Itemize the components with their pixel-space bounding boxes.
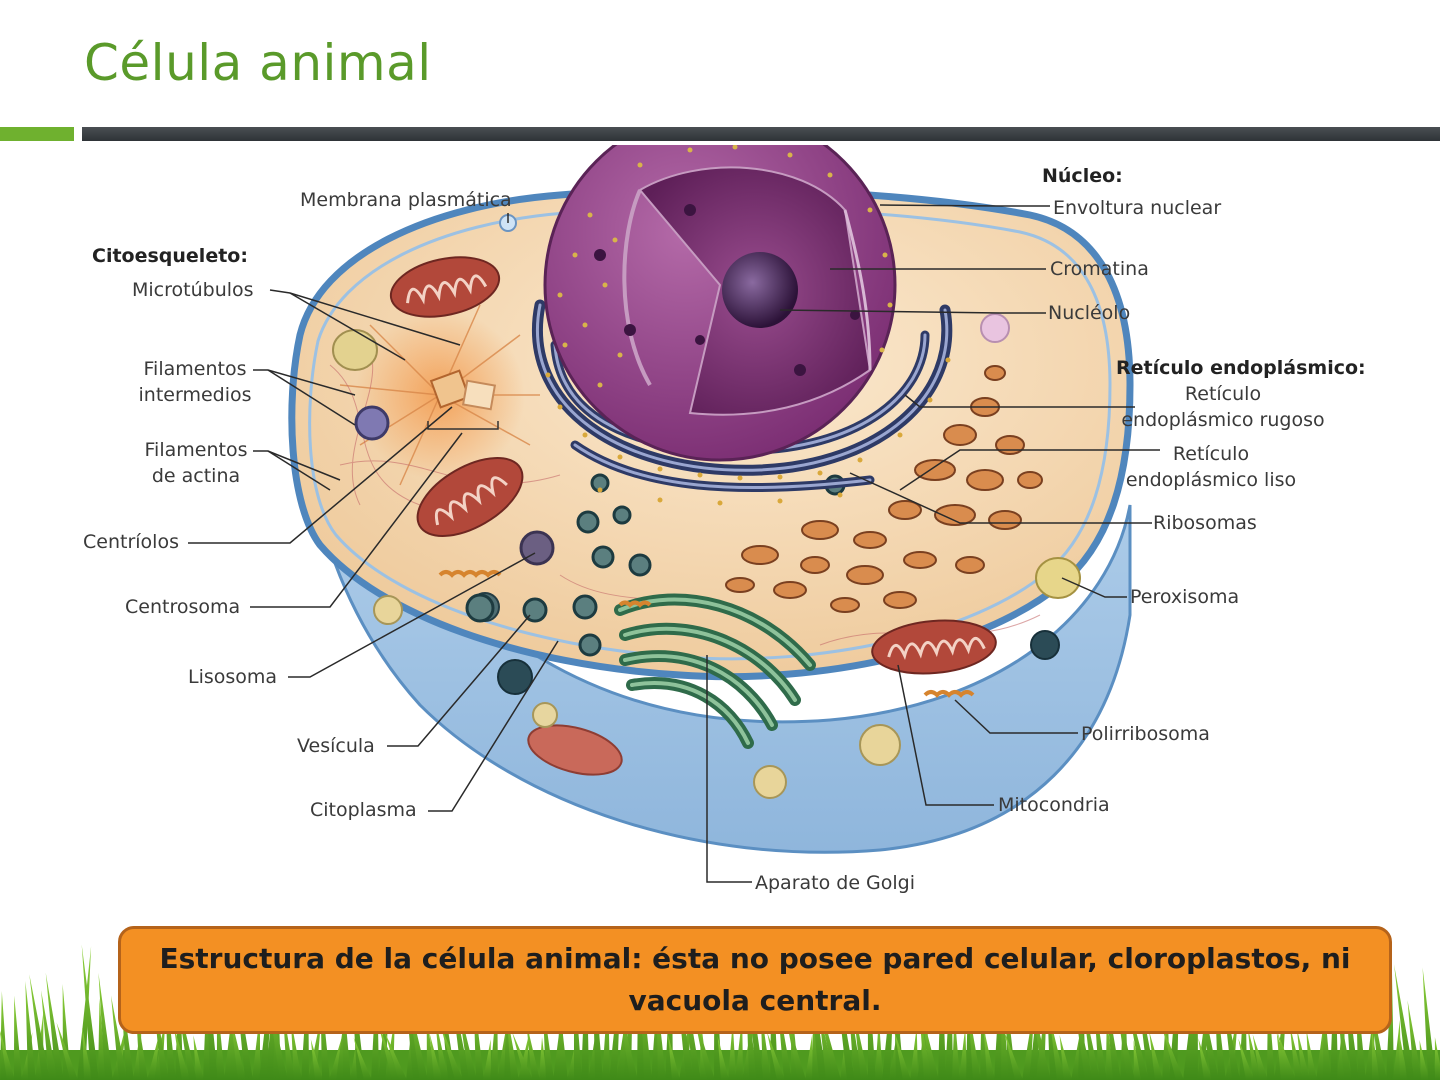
cell-side-wall — [298, 354, 1132, 854]
label-reticulo-rugoso-line1: Retículo — [1184, 383, 1262, 405]
label-lisosoma: Lisosoma — [188, 666, 278, 688]
grass-blade — [81, 944, 99, 1080]
label-filamentos-actina-line2: de actina — [151, 465, 241, 487]
grass-blade — [0, 1030, 15, 1080]
grass-blade — [56, 1022, 78, 1080]
label-mitocondria: Mitocondria — [998, 794, 1110, 816]
label-cromatina: Cromatina — [1050, 258, 1149, 280]
grass-blade — [1289, 1025, 1303, 1080]
caption-box: Estructura de la célula animal: ésta no … — [118, 926, 1392, 1034]
grass-blade — [193, 1035, 204, 1080]
label-polirribosoma: Polirribosoma — [1081, 723, 1210, 745]
label-reticulo-liso-line1: Retículo — [1172, 443, 1250, 465]
grass-blade — [1252, 1034, 1268, 1080]
grass-blade — [378, 1023, 400, 1080]
grass-blade — [894, 1031, 911, 1080]
label-microtubulos: Microtúbulos — [132, 279, 254, 301]
grass-blade — [1422, 967, 1436, 1080]
grass-blade — [875, 1017, 883, 1080]
mitochondrion-3 — [871, 619, 997, 675]
header-divider — [82, 127, 1440, 141]
label-centrosoma: Centrosoma — [125, 596, 241, 618]
grass-blade — [25, 981, 36, 1080]
label-peroxisoma: Peroxisoma — [1130, 586, 1240, 608]
grass-blade — [440, 1023, 463, 1080]
grass-blade — [14, 995, 22, 1080]
grass-blade — [77, 946, 92, 1080]
grass-blade — [329, 1031, 344, 1080]
label-ribosomas: Ribosomas — [1153, 512, 1257, 534]
slide-title: Célula animal — [84, 34, 432, 92]
grass-blade — [512, 1031, 533, 1080]
grass-blade — [959, 1026, 967, 1080]
accent-bar — [0, 127, 74, 141]
grass-blade — [310, 1039, 323, 1080]
grass-blade — [1238, 1038, 1254, 1080]
label-reticulo-rugoso: Retículo endoplásmico rugoso — [1114, 381, 1332, 433]
label-filamentos-actina: Filamentos de actina — [136, 437, 256, 489]
grass-blade — [728, 1021, 736, 1080]
grass-blade — [1434, 1037, 1440, 1080]
mitochondrion-2 — [416, 457, 524, 537]
grass-blade — [668, 1034, 680, 1080]
label-filamentos-actina-line1: Filamentos — [144, 439, 248, 461]
label-nucleo: Núcleo: — [1042, 165, 1123, 187]
label-filamentos-intermedios-line1: Filamentos — [143, 358, 247, 380]
grass-blade — [539, 1037, 547, 1080]
grass-blade — [1161, 1023, 1184, 1080]
grass-blade — [173, 1026, 190, 1080]
grass-blade — [483, 1039, 491, 1080]
grass-blade — [1149, 1031, 1163, 1080]
grass-blade — [1004, 1031, 1023, 1080]
label-filamentos-intermedios-line2: intermedios — [138, 384, 252, 406]
grass-blade — [1306, 1029, 1317, 1080]
grass-blade — [429, 1033, 442, 1080]
grass-blade — [1407, 1000, 1422, 1080]
nucleus — [543, 108, 897, 462]
grass-blade — [29, 974, 50, 1080]
grass-blade — [45, 972, 64, 1080]
label-reticulo-endoplasmico: Retículo endoplásmico: — [1116, 357, 1366, 379]
label-filamentos-intermedios: Filamentos intermedios — [134, 356, 256, 408]
grass-blade — [384, 1031, 407, 1080]
grass-blade — [82, 1027, 92, 1080]
grass-blade — [526, 1021, 540, 1080]
animal-cell-diagram: Membrana plasmática Citoesqueleto: Micro… — [0, 108, 1440, 925]
label-reticulo-rugoso-line2: endoplásmico rugoso — [1121, 409, 1325, 431]
label-nucleolo: Nucléolo — [1048, 302, 1131, 324]
grass-blade — [1059, 1034, 1072, 1080]
grass-blade — [1394, 964, 1415, 1080]
grass-blade — [1419, 1039, 1429, 1080]
label-reticulo-liso: Retículo endoplásmico liso — [1114, 441, 1308, 493]
grass-blade — [110, 995, 127, 1080]
label-centriolos: Centríolos — [83, 531, 179, 553]
label-envoltura-nuclear: Envoltura nuclear — [1053, 197, 1222, 219]
label-vesicula: Vesícula — [297, 735, 375, 757]
grass-blade — [983, 1027, 995, 1080]
caption-text: Estructura de la célula animal: ésta no … — [159, 942, 1351, 1017]
grass-blade — [910, 1026, 918, 1080]
label-reticulo-liso-line2: endoplásmico liso — [1125, 469, 1297, 491]
label-citoplasma: Citoplasma — [310, 799, 417, 821]
grass-blade — [1198, 1038, 1212, 1080]
grass-blade — [1277, 1031, 1296, 1080]
mitochondrion-1 — [389, 256, 501, 318]
label-aparato-golgi: Aparato de Golgi — [755, 872, 916, 894]
grass-blade — [1296, 1028, 1310, 1080]
grass-blade — [766, 1031, 785, 1080]
grass-blade — [147, 1032, 160, 1080]
label-citoesqueleto: Citoesqueleto: — [92, 245, 248, 267]
grass-blade — [805, 1033, 813, 1080]
cell-illustration — [188, 108, 1160, 883]
grass-blade — [1247, 1027, 1261, 1080]
grass-blade — [41, 990, 57, 1080]
grass-blade — [353, 1037, 372, 1080]
grass-blade — [717, 1036, 729, 1080]
label-membrana-plasmatica: Membrana plasmática — [300, 189, 512, 211]
grass-blade — [98, 972, 113, 1080]
